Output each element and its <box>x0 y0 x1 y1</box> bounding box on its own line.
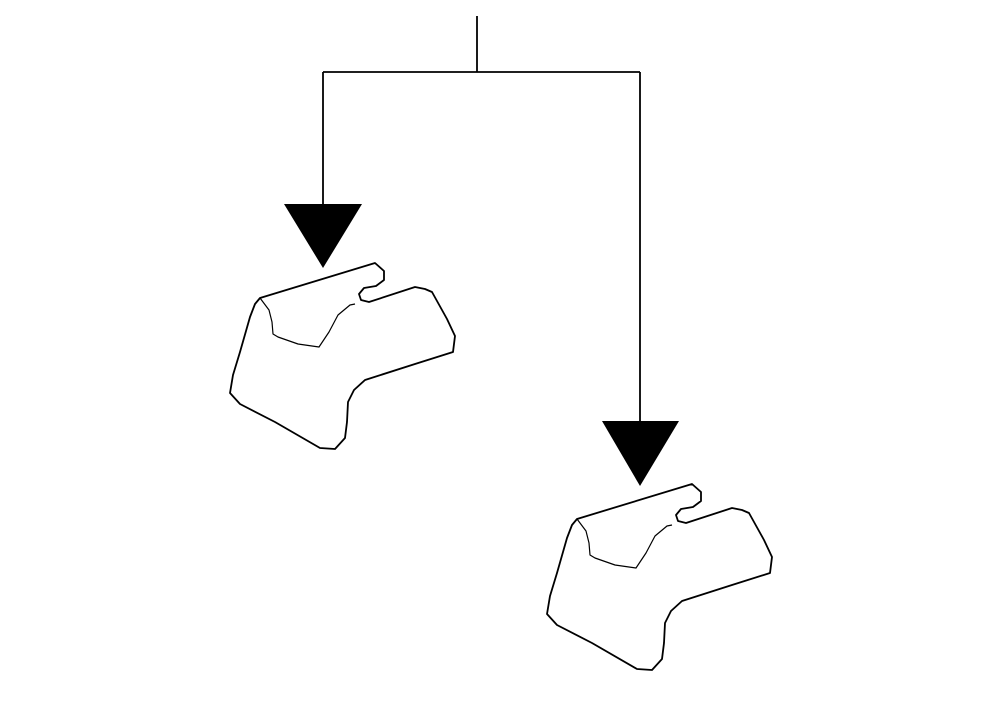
left-arrow-icon <box>284 204 362 268</box>
arrowheads <box>284 204 679 486</box>
left-seal-part-icon <box>229 262 456 450</box>
right-seal-part-icon <box>546 483 773 671</box>
right-arrow-icon <box>602 421 679 486</box>
connector-lines <box>322 16 641 422</box>
